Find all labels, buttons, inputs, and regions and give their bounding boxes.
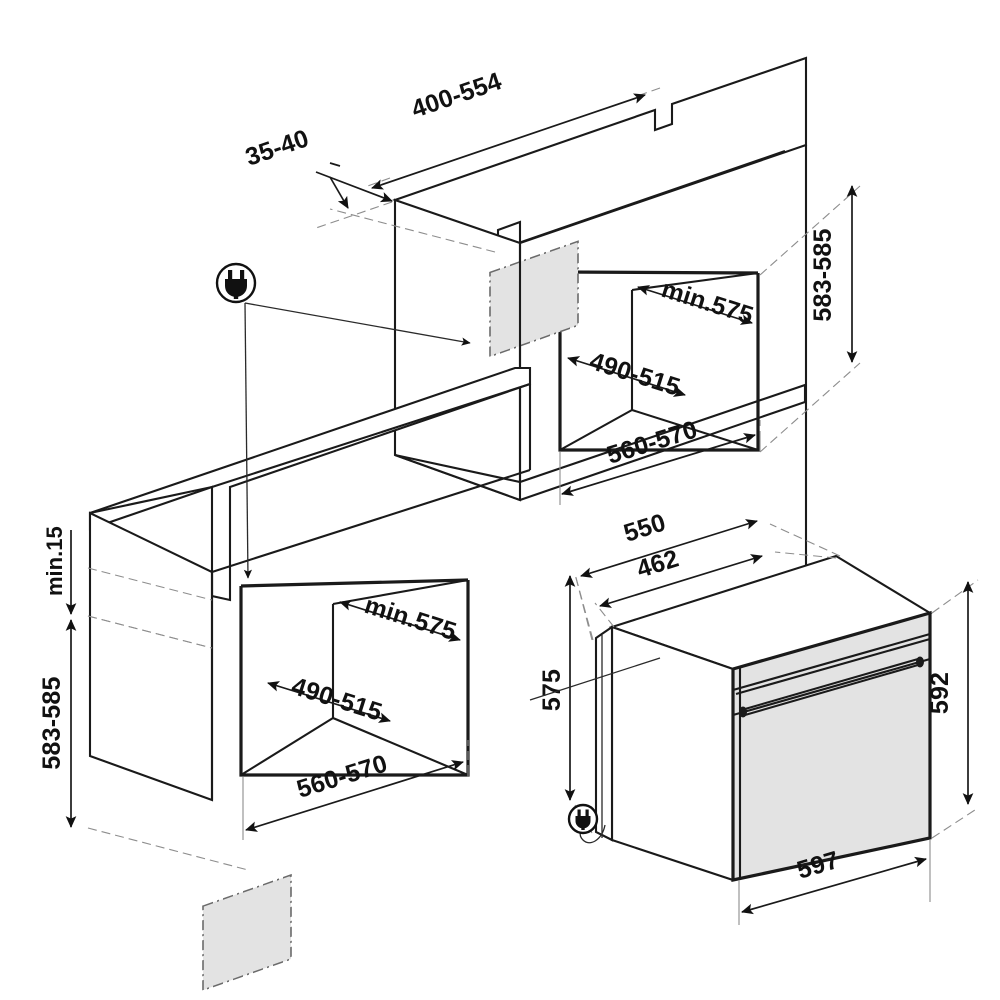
lower-cabinet-left-panel xyxy=(88,511,214,802)
plug-icon-cabinet xyxy=(215,262,257,304)
dimension-lower-560-570: 560-570 xyxy=(242,740,469,840)
dimension-label-upper-583-585: 583-585 xyxy=(809,228,837,321)
dimension-label-400-554: 400-554 xyxy=(408,67,505,124)
upper-cabinet-connection-zone xyxy=(489,240,579,358)
upper-cabinet-view: 400-554 35-40 583-585 min.575 490-515 xyxy=(242,56,861,565)
oven-side-face xyxy=(610,625,735,882)
lower-cabinet-connection-zone xyxy=(202,873,292,992)
oven-appliance-view: 550 462 575 592 xyxy=(529,508,979,925)
dimension-label-35-40: 35-40 xyxy=(242,124,313,171)
dimension-label-lower-560-570: 560-570 xyxy=(293,749,390,803)
dimension-label-min15: min.15 xyxy=(42,526,67,596)
dimension-upper-min575: min.575 xyxy=(637,275,757,330)
dimension-lower-490-515: 490-515 xyxy=(267,672,391,727)
dimension-label-lower-583-585: 583-585 xyxy=(38,676,66,769)
lower-cabinet-niche-opening xyxy=(239,578,470,777)
plug-icon-oven xyxy=(567,803,599,835)
oven-rear-panel xyxy=(594,625,614,842)
lower-cabinet-view: min.15 583-585 min.575 490-515 560-570 xyxy=(38,302,532,992)
dimension-upper-490-515: 490-515 xyxy=(567,347,686,402)
dimension-label-oven-592: 592 xyxy=(926,672,954,714)
dimension-label-upper-560-570: 560-570 xyxy=(603,415,700,469)
dimension-label-oven-550: 550 xyxy=(620,508,669,547)
dimension-label-upper-min575: min.575 xyxy=(658,275,757,330)
dimension-lower-583-585: 583-585 xyxy=(38,615,249,871)
dimension-oven-575: 575 xyxy=(529,573,661,834)
upper-connection-leader xyxy=(244,302,471,346)
dimension-oven-592: 592 xyxy=(926,579,979,839)
dimension-upper-583-585: 583-585 xyxy=(759,185,861,453)
dimension-label-upper-490-515: 490-515 xyxy=(586,347,683,402)
dimension-label-lower-min575: min.575 xyxy=(361,591,460,646)
oven-door-handle xyxy=(739,656,924,718)
oven-door-front xyxy=(731,610,932,882)
lower-connection-leader xyxy=(243,302,253,579)
lower-cabinet-worktop xyxy=(88,366,532,602)
dimension-label-oven-462: 462 xyxy=(633,544,682,583)
